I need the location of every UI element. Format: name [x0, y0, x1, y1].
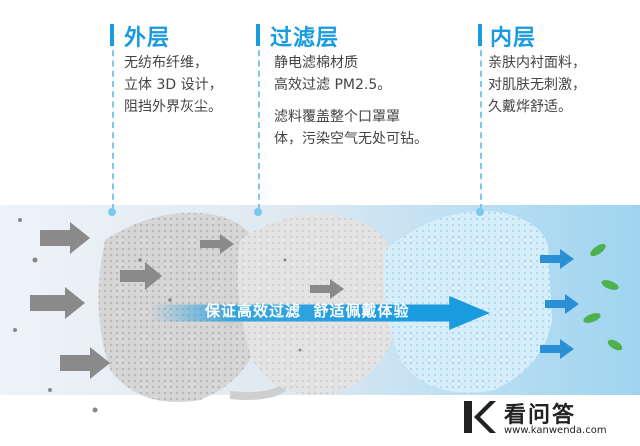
guide-dot-inner [476, 208, 484, 216]
guide-dot-filter [254, 208, 262, 216]
filter-layer-line-4: 体，污染空气无处可钻。 [274, 131, 428, 147]
outer-layer-line-2: 立体 3D 设计， [124, 77, 223, 93]
watermark-brand: 看问答 [504, 403, 577, 428]
filter-layer-title: 过滤层 [270, 26, 340, 51]
guide-line-inner [480, 40, 482, 210]
outer-layer-title: 外层 [124, 26, 171, 51]
inner-layer-title: 内层 [490, 26, 537, 51]
watermark-url: www.kanwenda.com [504, 425, 607, 436]
outer-title-bar [110, 24, 114, 46]
background-top [0, 0, 640, 210]
inner-layer-line-1: 亲肤内衬面料， [488, 55, 586, 71]
inner-layer-line-3: 久戴烨舒适。 [488, 99, 572, 115]
filter-title-bar [256, 24, 260, 46]
watermark: 看问答 www.kanwenda.com [456, 395, 640, 446]
filter-layer-line-1: 静电滤棉材质 [274, 55, 358, 71]
filter-layer-line-3: 滤料覆盖整个口罩罩 [274, 109, 400, 125]
watermark-logo-icon [456, 395, 500, 439]
banner-text: 保证高效过滤 舒适佩戴体验 [205, 302, 410, 320]
inner-layer-line-2: 对肌肤无刺激， [488, 77, 586, 93]
filter-layer-line-2: 高效过滤 PM2.5。 [274, 77, 392, 93]
guide-line-filter [258, 40, 260, 210]
outer-layer-line-1: 无纺布纤维， [124, 55, 208, 71]
guide-line-outer [112, 40, 114, 210]
inner-title-bar [478, 24, 482, 46]
guide-dot-outer [108, 208, 116, 216]
outer-layer-line-3: 阻挡外界灰尘。 [124, 99, 222, 115]
